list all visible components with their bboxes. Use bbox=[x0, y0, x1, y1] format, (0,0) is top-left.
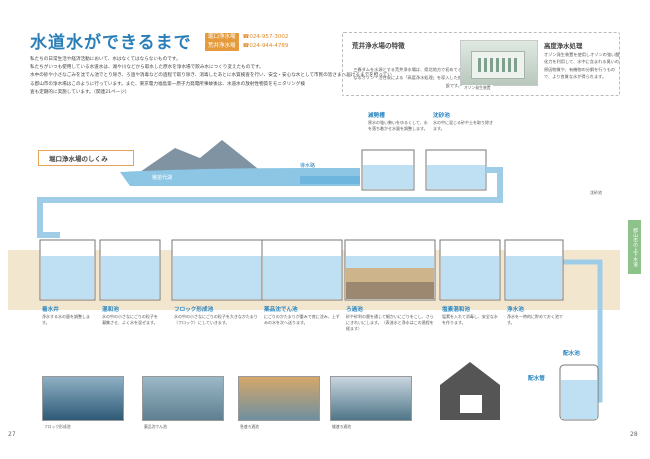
stage-grit: 沈砂池 水の中に混じる砂や土を取り除きます。 bbox=[433, 112, 493, 132]
contact-row: 荒井浄水場 ☎024-944-4789 bbox=[205, 42, 288, 51]
stage-sedimentation: 減勢槽 原水の強い勢いをゆるくして、水を落ち着かせ水量を調整します。 bbox=[368, 112, 428, 132]
ozone-title: 高度浄水処理 bbox=[544, 42, 583, 50]
stage-desc: 水の中の小さなにごりの粒子を大きなかたまり（フロック）にしていきます。 bbox=[174, 314, 258, 326]
stage-settling: 薬品沈でん池 にごりのかたまりが重みで底に沈み、上ずみの水を次へ送ります。 bbox=[264, 306, 340, 326]
photo-caption: 急速ろ過池 bbox=[240, 424, 259, 429]
sand-layer bbox=[346, 268, 434, 282]
stage-name: 沈砂池 bbox=[433, 113, 450, 119]
stage-clearwell: 浄水池 浄水を一時的に貯めておく池です。 bbox=[507, 306, 563, 326]
channel-label: 導水路 bbox=[300, 163, 316, 169]
photo-caption: 薬品沈でん池 bbox=[144, 424, 167, 429]
photo-caption: フロック形成池 bbox=[44, 424, 71, 429]
water-fill bbox=[346, 256, 434, 268]
floc-photo bbox=[42, 376, 124, 421]
stage-name: 着水井 bbox=[42, 307, 59, 313]
feature-text: 三春ダムを水源とする荒井浄水場は、県北地方で初めてとなるオゾン・活性炭による「高… bbox=[353, 67, 462, 88]
stage-desc: 浄水する水の量を調整します。 bbox=[42, 314, 90, 326]
stage-floc: フロック形成池 水の中の小さなにごりの粒子を大きなかたまり（フロック）にしていき… bbox=[174, 306, 258, 326]
stage-name: 配水池 bbox=[563, 351, 580, 357]
house-window bbox=[460, 395, 482, 413]
stage-desc: 水の中に混じる砂や土を取り除きます。 bbox=[433, 120, 493, 132]
stage-filter: ろ過池 砂や砂利の層を通して細かいにごりをこし、さらにきれいにします。（表流水と… bbox=[346, 306, 434, 333]
page-number-right: 28 bbox=[630, 431, 638, 438]
section-label: 堀口浄水場のしくみ bbox=[38, 150, 134, 166]
stage-desc: 原水の強い勢いをゆるくして、水を落ち着かせ水量を調整します。 bbox=[368, 120, 428, 132]
stage-desc: 塩素を入れて消毒し、安全な水を作ります。 bbox=[442, 314, 498, 326]
stage-distribution: 配水池 bbox=[563, 350, 580, 358]
stage-name: 減勢槽 bbox=[368, 113, 385, 119]
plant-name: 荒井浄水場 bbox=[205, 42, 239, 51]
house-icon bbox=[440, 362, 500, 420]
contact-row: 堀口浄水場 ☎024-957-3002 bbox=[205, 33, 288, 42]
stage-name: 塩素混和池 bbox=[442, 307, 470, 313]
main-pipe bbox=[37, 167, 503, 238]
slow-filter-photo bbox=[330, 376, 412, 421]
water-fill bbox=[561, 380, 597, 419]
stage-desc: 水の中の小さなにごりの粒子を凝集させ、よく水を混ぜます。 bbox=[102, 314, 158, 326]
channel-icon bbox=[300, 176, 360, 184]
phone-number: ☎024-957-3002 bbox=[242, 34, 289, 40]
intro-line: る郡山市の浄水場はこのように行っています。また、東京電力福島第一原子力発電所事故… bbox=[30, 81, 305, 87]
intro-text: 私たちの日常生活や経済活動において、水はなくてはならないものです。 私たちがいつ… bbox=[30, 56, 392, 97]
water-fill bbox=[101, 256, 159, 299]
settling-photo bbox=[142, 376, 224, 421]
plant-name: 堀口浄水場 bbox=[205, 33, 239, 42]
phone-number: ☎024-944-4789 bbox=[242, 43, 289, 49]
intro-line: 私たちがいつも使用している水道水は、湖や川などから取水した原水を浄水場で飲み水に… bbox=[30, 65, 264, 71]
water-fill bbox=[263, 256, 341, 299]
stage-name: フロック形成池 bbox=[174, 307, 214, 313]
stage-name: 配水管 bbox=[528, 376, 545, 382]
water-fill bbox=[41, 256, 94, 299]
stage-chlorine: 塩素混和池 塩素を入れて消毒し、安全な水を作ります。 bbox=[442, 306, 500, 326]
stage-mixing: 混和池 水の中の小さなにごりの粒子を凝集させ、よく水を混ぜます。 bbox=[102, 306, 160, 326]
photo-caption: 緩速ろ過池 bbox=[332, 424, 351, 429]
photo-caption: オゾン発生装置 bbox=[462, 85, 493, 91]
feature-title: 荒井浄水場の特徴 bbox=[352, 42, 405, 50]
water-fill bbox=[506, 256, 562, 299]
stage-desc: 砂や砂利の層を通して細かいにごりをこし、さらにきれいにします。（表流水と浄水はこ… bbox=[346, 314, 434, 332]
intro-line: 査も定期的に実施しています。（関連21ページ） bbox=[30, 89, 130, 95]
water-fill bbox=[441, 256, 499, 299]
lake-label: 猪苗代湖 bbox=[152, 175, 173, 181]
stage-name: 浄水池 bbox=[507, 307, 524, 313]
stage-desc: にごりのかたまりが重みで底に沈み、上ずみの水を次へ送ります。 bbox=[264, 314, 340, 326]
side-tab[interactable]: 郡山市の上下水道 bbox=[628, 220, 641, 274]
page-title: 水道水ができるまで bbox=[30, 33, 192, 53]
water-fill bbox=[363, 165, 413, 189]
ozone-generator-photo bbox=[460, 40, 538, 86]
mountain-icon bbox=[140, 140, 262, 172]
ozone-text: オゾン発生装置を使用しオゾンの強い酸化力を利用して、水中に含まれる臭いの原因物質… bbox=[544, 52, 620, 80]
stage-name: ろ過池 bbox=[346, 307, 363, 313]
photo-caption: 沈砂池 bbox=[590, 190, 602, 195]
stage-name: 薬品沈でん池 bbox=[264, 307, 298, 313]
contact-list: 堀口浄水場 ☎024-957-3002 荒井浄水場 ☎024-944-4789 bbox=[205, 33, 288, 51]
stage-pipe: 配水管 bbox=[528, 375, 545, 383]
stage-intake: 着水井 浄水する水の量を調整します。 bbox=[42, 306, 96, 326]
gravel-layer bbox=[346, 282, 434, 299]
intro-line: 水中の砂や小さなごみを沈でん池でとり除き、ろ過や消毒などの過程で取り除き、消毒し… bbox=[30, 73, 392, 79]
page-number-left: 27 bbox=[8, 431, 16, 438]
water-fill bbox=[427, 165, 485, 189]
stage-desc: 浄水を一時的に貯めておく池です。 bbox=[507, 314, 563, 326]
stage-name: 混和池 bbox=[102, 307, 119, 313]
water-fill bbox=[173, 256, 271, 299]
feature-box bbox=[342, 32, 620, 96]
rapid-filter-photo bbox=[238, 376, 320, 421]
intro-line: 私たちの日常生活や経済活動において、水はなくてはならないものです。 bbox=[30, 57, 181, 62]
